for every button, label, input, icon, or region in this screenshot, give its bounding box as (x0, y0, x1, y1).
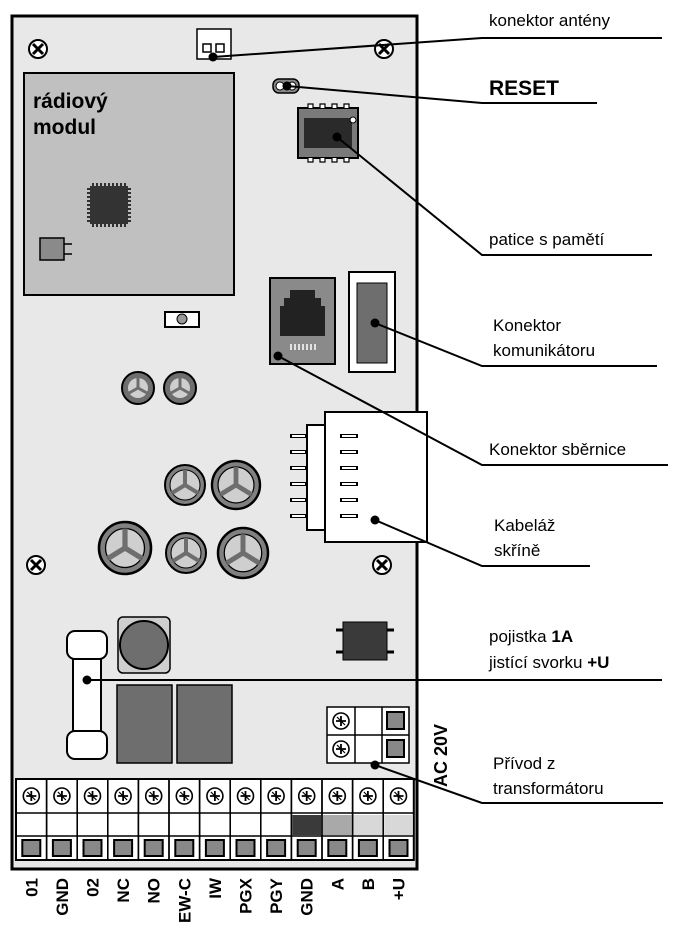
terminal-cell (76, 778, 109, 861)
terminal-screw-icon (236, 787, 255, 805)
terminal-screw-icon (358, 787, 377, 805)
antenna-callout-line (212, 37, 662, 58)
terminal-label: GND (298, 878, 317, 916)
fuse-rating: 1A (551, 627, 573, 646)
terminal-screw-icon (22, 787, 41, 805)
bus-connector (290, 411, 428, 543)
communicator-label-line1: Konektor (493, 316, 561, 335)
terminal-screw-icon (53, 787, 71, 805)
inductor (117, 616, 171, 674)
antenna-connector-label: konektor antény (489, 11, 610, 30)
terminal-screw-icon (205, 787, 224, 805)
terminal-label: A (328, 878, 347, 890)
terminal-screw-icon (83, 787, 102, 805)
mount-screw-icon (27, 38, 49, 60)
power-label-line1: Přívod z (493, 754, 555, 773)
mount-screw-icon (371, 554, 393, 576)
terminal-strip (15, 778, 415, 861)
terminal-screw-icon (332, 740, 350, 758)
terminal-label: B (359, 878, 378, 890)
memory-socket (297, 103, 359, 163)
capacitor (99, 522, 151, 574)
power-callout-line (374, 764, 663, 804)
capacitor (163, 463, 207, 507)
mount-screw-icon (25, 554, 47, 576)
cabinet-label-line2: skříně (494, 541, 540, 560)
terminal-label: 02 (84, 878, 103, 897)
fuse-label-line1: pojistka 1A (489, 627, 573, 646)
terminal-cell (351, 778, 384, 861)
fuse (66, 630, 108, 760)
memory-callout-line (336, 136, 652, 256)
terminal-screw-icon (175, 787, 194, 805)
terminal-label: IW (206, 877, 225, 899)
terminal-label: 01 (22, 878, 41, 897)
terminal-cell (15, 778, 48, 861)
terminal-label: PGX (237, 877, 256, 914)
communicator-callout-line (374, 322, 657, 367)
relay (176, 684, 233, 764)
fuse-terminal-name: +U (587, 653, 609, 672)
radio-crystal (39, 237, 72, 261)
radio-module: rádiový modul (23, 72, 235, 296)
bus-connector-label: Konektor sběrnice (489, 440, 626, 459)
terminal-label: +U (390, 878, 409, 900)
terminal-label: PGY (267, 877, 286, 914)
terminal-screw-icon (297, 787, 316, 805)
fuse-terminal-text: jistící svorku (488, 653, 587, 672)
callout-dots (82, 52, 380, 770)
terminal-screw-icon (114, 787, 133, 805)
bridge-rectifier (336, 621, 394, 661)
power-label-line2: transformátoru (493, 779, 604, 798)
callout-lines (87, 37, 668, 804)
bus-callout-line (277, 355, 668, 466)
relay (116, 684, 173, 764)
ac-voltage-label: AC 20V (431, 724, 451, 787)
mount-screw-icon (373, 38, 395, 60)
terminal-cell (260, 778, 293, 861)
capacitor (218, 528, 268, 578)
small-capacitor (163, 371, 197, 405)
terminal-label: NO (145, 878, 164, 904)
terminal-label: EW-C (175, 878, 194, 923)
terminal-screw-icon (332, 712, 350, 730)
capacitor (212, 461, 260, 509)
cabinet-label-line1: Kabeláž (494, 516, 555, 535)
terminal-cell (382, 778, 415, 861)
terminal-screw-icon (144, 787, 163, 805)
fuse-label-line2: jistící svorku +U (488, 653, 609, 672)
capacitor (164, 531, 208, 575)
cabinet-callout-line (374, 519, 590, 567)
terminal-screw-icon (267, 787, 286, 805)
reset-label: RESET (489, 77, 559, 100)
led-indicator (164, 311, 200, 328)
reset-callout-line (286, 85, 597, 104)
power-terminal-block (326, 706, 410, 764)
terminal-cell (198, 778, 231, 861)
terminal-label: NC (114, 878, 133, 903)
terminal-screw-icon (328, 787, 347, 805)
radio-module-label-line2: modul (33, 116, 96, 139)
memory-socket-label: patice s pamětí (489, 230, 605, 249)
communicator-label-line2: komunikátoru (493, 341, 595, 360)
communicator-rj-connector (269, 277, 336, 365)
terminal-label: GND (53, 878, 72, 916)
terminal-screw-icon (389, 787, 408, 805)
fuse-label-text: pojistka (489, 627, 551, 646)
small-capacitor (121, 371, 155, 405)
radio-chip (87, 183, 131, 227)
radio-module-label-line1: rádiový (33, 90, 108, 113)
